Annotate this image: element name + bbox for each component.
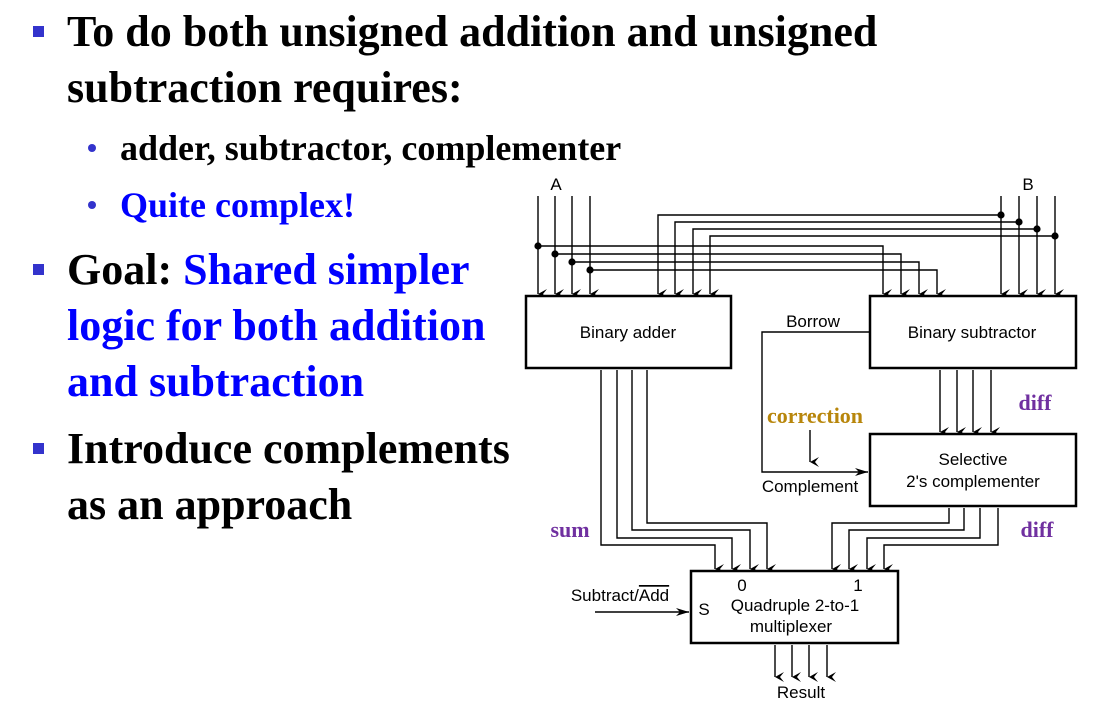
subtract-label: Subtract/ — [571, 586, 639, 605]
mux-label-2: multiplexer — [750, 617, 833, 636]
bus-a-to-subtractor — [555, 253, 910, 299]
binary-adder-block: Binary adder — [524, 294, 733, 370]
input-b-label: B — [1022, 175, 1033, 194]
diff-bus-to-mux — [831, 508, 950, 574]
junction-dot — [1015, 218, 1023, 226]
wires — [537, 196, 1064, 682]
mux-label-1: Quadruple 2-to-1 — [731, 596, 860, 615]
junction-dot — [1033, 225, 1041, 233]
junction-dot — [534, 242, 542, 250]
subtract-add-label: Subtract/Add — [571, 586, 669, 605]
mux-input-0-label: 0 — [737, 576, 746, 595]
mux-input-1-label: 1 — [853, 576, 862, 595]
bus-a-to-subtractor — [538, 245, 892, 299]
sum-bus-to-mux — [616, 370, 741, 574]
complementer-block: Selective 2's complementer — [868, 432, 1078, 508]
diff-bus-to-mux — [848, 508, 965, 574]
junction-dot — [997, 211, 1005, 219]
dot-bullet-icon — [88, 201, 96, 209]
goal-prefix: Goal: — [67, 245, 184, 294]
diff-annotation-lower: diff — [1021, 517, 1055, 542]
correction-annotation: correction — [767, 403, 863, 428]
sum-bus-to-mux — [631, 370, 759, 574]
junction-dot — [1051, 232, 1059, 240]
bus-a-to-subtractor — [572, 261, 928, 299]
sum-bus-to-mux — [600, 370, 724, 574]
sub-bullet-1-text: adder, subtractor, complementer — [120, 128, 622, 168]
add-overlined-label: Add — [639, 586, 669, 605]
bullet-1-line-1: To do both unsigned addition and unsigne… — [67, 7, 878, 56]
multiplexer-block: 0 1 S Quadruple 2-to-1 multiplexer — [689, 569, 900, 645]
binary-adder-label: Binary adder — [580, 323, 677, 342]
bullet-3-line-1: Introduce complements — [67, 424, 510, 473]
complement-label: Complement — [762, 477, 859, 496]
borrow-complement-wire — [761, 331, 870, 476]
bus-b-to-adder — [692, 228, 1037, 299]
bullet-1-line-2: subtraction requires: — [67, 63, 463, 112]
input-a-label: A — [550, 175, 562, 194]
junction-dot — [568, 258, 576, 266]
complementer-label-2: 2's complementer — [906, 472, 1040, 491]
junction-dot — [586, 266, 594, 274]
borrow-label: Borrow — [786, 312, 841, 331]
dot-bullet-icon — [88, 144, 96, 152]
junction-dots — [534, 211, 1059, 274]
bus-b-to-adder — [657, 214, 1001, 299]
bullet-2-line-3: and subtraction — [67, 357, 365, 406]
diff-bus-to-mux — [866, 508, 981, 574]
square-bullet-icon — [33, 264, 44, 275]
diff-bus-to-mux — [883, 508, 999, 574]
bus-a-to-subtractor — [590, 269, 946, 299]
bus-b-to-adder — [709, 235, 1055, 299]
bullet-2-line-2: logic for both addition — [67, 301, 486, 350]
sub-bullet-2-text: Quite complex! — [120, 185, 355, 225]
diff-annotation-upper: diff — [1019, 390, 1053, 415]
binary-subtractor-block: Binary subtractor — [868, 294, 1078, 370]
complementer-label-1: Selective — [939, 450, 1008, 469]
mux-select-label: S — [698, 600, 709, 619]
junction-dot — [551, 250, 559, 258]
bullet-3-line-2: as an approach — [67, 480, 353, 529]
sum-bus-to-mux — [646, 370, 776, 574]
result-label: Result — [777, 683, 825, 702]
binary-subtractor-label: Binary subtractor — [908, 323, 1037, 342]
square-bullet-icon — [33, 26, 44, 37]
sum-annotation: sum — [550, 517, 589, 542]
square-bullet-icon — [33, 443, 44, 454]
goal-text-1: Shared simpler — [183, 245, 470, 294]
bus-b-to-adder — [674, 221, 1019, 299]
bullet-2-line-1: Goal: Shared simpler — [67, 242, 470, 298]
